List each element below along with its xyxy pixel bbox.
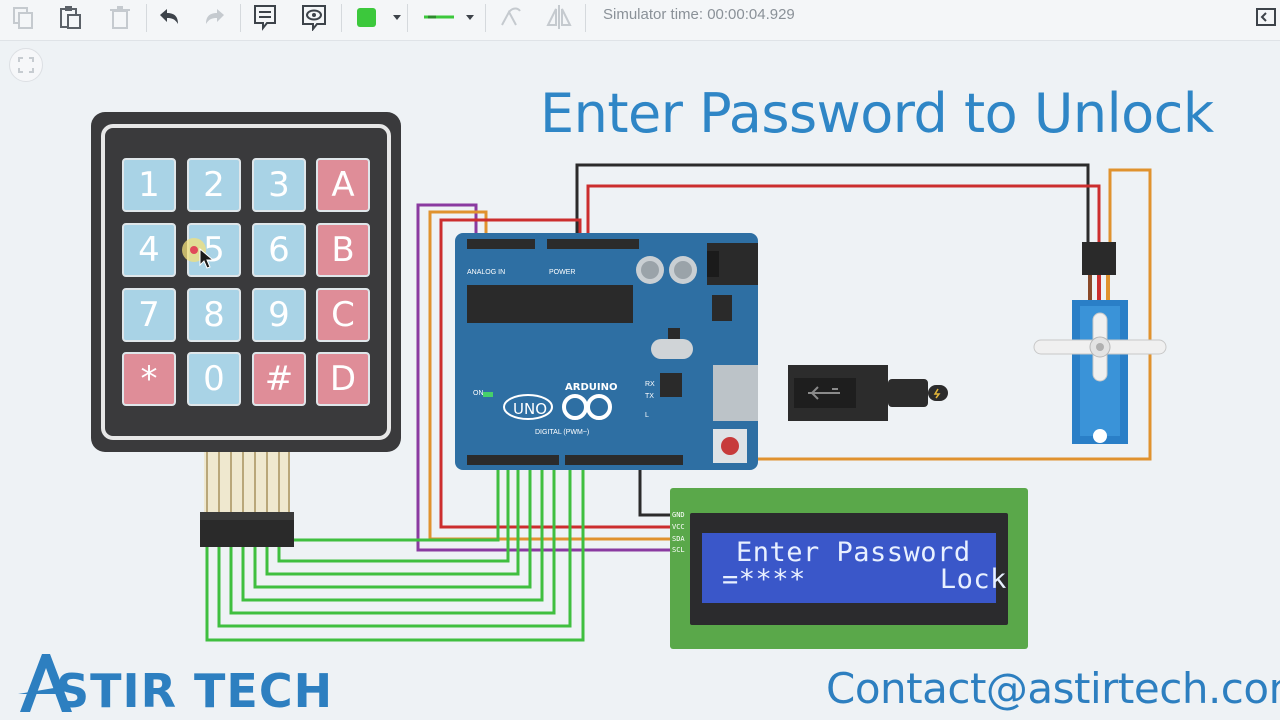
lcd-16x2-i2c[interactable]: GND VCC SDA SCL Enter Password =**** Loc… (670, 488, 1028, 649)
servo-motor[interactable] (1030, 240, 1170, 450)
key-b[interactable]: B (316, 223, 370, 277)
rx-led-label: RX (645, 381, 655, 388)
key-1[interactable]: 1 (122, 158, 176, 212)
fullscreen-icon (18, 57, 34, 73)
key-hash[interactable]: # (252, 352, 306, 406)
lcd-pin-vcc: VCC (672, 523, 685, 531)
panel-toggle-icon[interactable] (1250, 0, 1280, 34)
analog-in-label: ANALOG IN (467, 269, 506, 276)
lcd-line-1: Enter Password (736, 537, 971, 568)
arduino-board-graphic (467, 239, 758, 465)
key-9[interactable]: 9 (252, 288, 306, 342)
lcd-screen: Enter Password =**** Lock (702, 533, 1007, 603)
mirror-icon[interactable] (538, 0, 580, 34)
key-3[interactable]: 3 (252, 158, 306, 212)
on-led-label: ON (473, 390, 484, 397)
usb-cable (788, 365, 948, 421)
zoom-to-fit-button[interactable] (9, 48, 43, 82)
lcd-pin-scl: SCL (672, 546, 685, 554)
key-4[interactable]: 4 (122, 223, 176, 277)
toolbar: Simulator time: 00:00:04.929 (0, 0, 1280, 41)
lcd-pin-sda: SDA (672, 535, 685, 543)
arduino-model: UNO (513, 400, 548, 418)
arduino-brand: ARDUINO (565, 382, 618, 393)
color-swatch-icon[interactable] (345, 0, 405, 34)
rotate-icon[interactable] (489, 0, 531, 34)
simulator-time: Simulator time: 00:00:04.929 (603, 6, 795, 23)
digital-label: DIGITAL (PWM~) (535, 429, 590, 436)
lcd-bezel: Enter Password =**** Lock (690, 513, 1008, 625)
keypad-frame (101, 124, 391, 440)
contact-email: Contact@astirtech.com (826, 664, 1280, 713)
key-star[interactable]: * (122, 352, 176, 406)
key-2[interactable]: 2 (187, 158, 241, 212)
arduino-uno[interactable]: UNO ARDUINO ANALOG IN POWER DIGITAL (PWM… (455, 233, 758, 470)
keypad-4x4[interactable]: 1 2 3 A 4 5 6 B 7 8 9 C * 0 # D (91, 112, 401, 452)
l-led-label: L (645, 412, 649, 419)
copy-icon[interactable] (2, 0, 44, 34)
canvas-title: Enter Password to Unlock (540, 82, 1214, 145)
paste-icon[interactable] (49, 0, 91, 34)
brand-logo: STIR TECH (16, 646, 332, 718)
lcd-pin-gnd: GND (672, 511, 685, 519)
mouse-cursor-icon (199, 248, 215, 269)
lcd-line-2: =**** Lock (722, 564, 1007, 595)
key-6[interactable]: 6 (252, 223, 306, 277)
key-7[interactable]: 7 (122, 288, 176, 342)
key-c[interactable]: C (316, 288, 370, 342)
keypad-ribbon-connector (200, 452, 294, 547)
delete-icon[interactable] (99, 0, 141, 34)
notes-icon[interactable] (244, 0, 286, 34)
redo-icon[interactable] (194, 0, 236, 34)
key-a[interactable]: A (316, 158, 370, 212)
undo-icon[interactable] (148, 0, 190, 34)
astir-logo-icon (18, 654, 72, 712)
key-d[interactable]: D (316, 352, 370, 406)
tx-led-label: TX (645, 393, 654, 400)
key-0[interactable]: 0 (187, 352, 241, 406)
power-label: POWER (549, 269, 576, 276)
visibility-icon[interactable] (293, 0, 335, 34)
line-style-icon[interactable] (413, 0, 479, 34)
brand-name: STIR TECH (56, 664, 334, 718)
key-8[interactable]: 8 (187, 288, 241, 342)
